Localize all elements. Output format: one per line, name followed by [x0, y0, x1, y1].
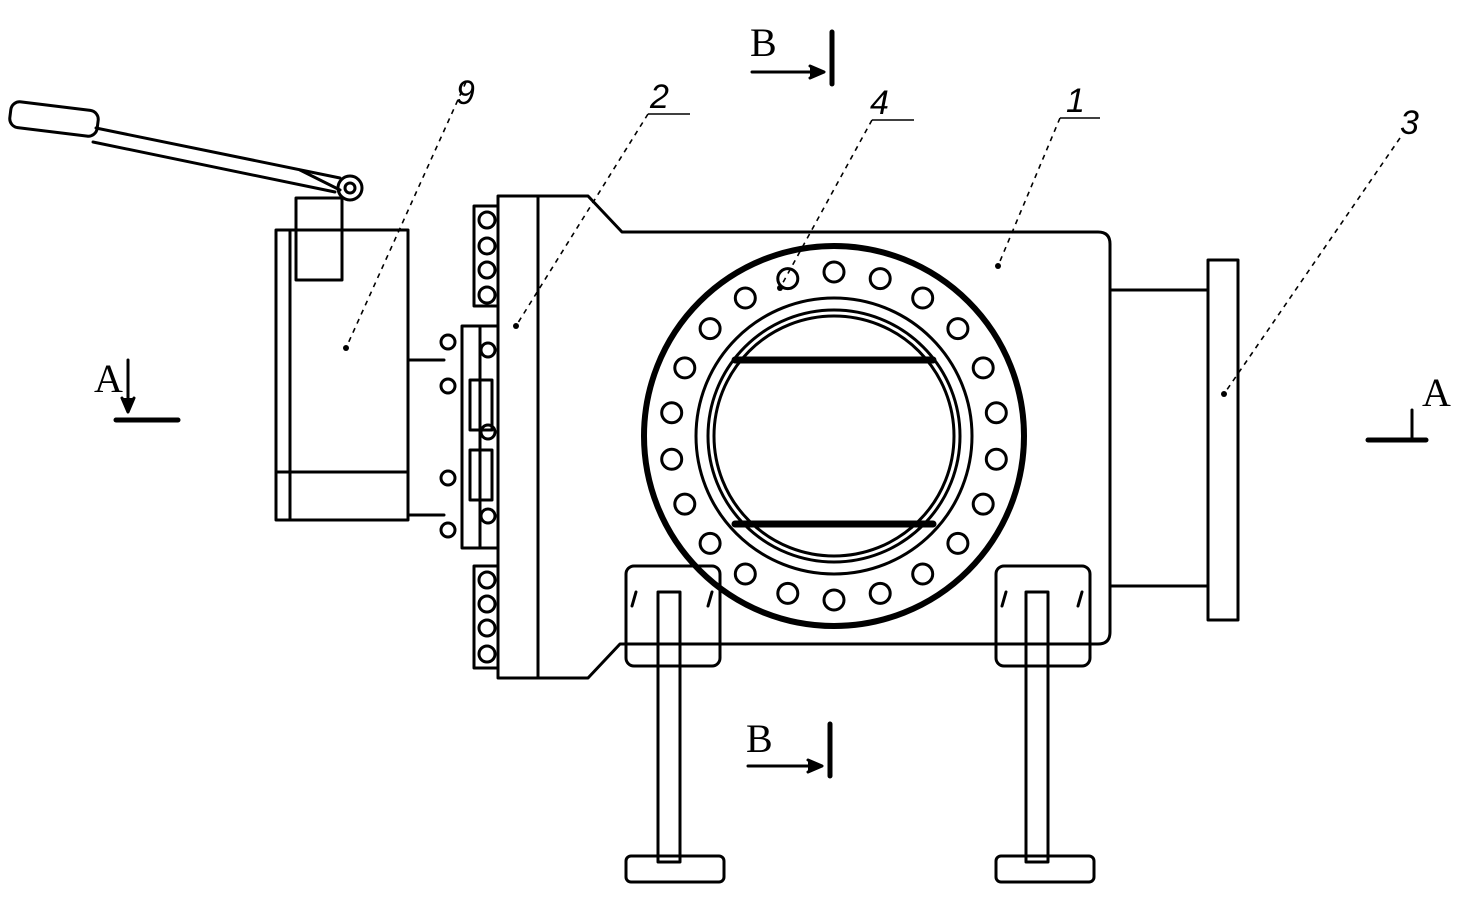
support-leg-left [624, 564, 726, 884]
bolt-hole [984, 401, 1008, 425]
leader-3 [1223, 137, 1401, 395]
cover-plate [496, 194, 540, 680]
part-number-2: 2 [649, 78, 669, 116]
part-number-1: 1 [1066, 82, 1085, 120]
inlet-flange [641, 243, 1027, 629]
bolt-hole [776, 581, 800, 605]
section-label-a-left: A [94, 356, 123, 401]
bolt-hole [673, 356, 697, 380]
bolt-hole [946, 531, 970, 555]
bolt-hole [946, 317, 970, 341]
cover-bolts [472, 204, 500, 670]
bolt-hole [911, 562, 935, 586]
actuator-box [274, 196, 446, 522]
leader-lines [345, 81, 1401, 395]
section-label-b-bottom: B [746, 716, 773, 761]
bolt-hole [971, 356, 995, 380]
bolt-hole [660, 401, 684, 425]
bolt-hole [776, 267, 800, 291]
section-b-top-marker [750, 29, 835, 87]
bolt-hole [698, 317, 722, 341]
valve-body [536, 194, 1112, 680]
support-leg-right [994, 564, 1096, 884]
bolt-hole [673, 492, 697, 516]
leader-dots [343, 263, 1227, 397]
bolt-hole [822, 260, 846, 284]
section-a-left-marker [113, 358, 181, 423]
section-b-bottom-marker [746, 721, 833, 779]
lever-handle [8, 100, 364, 202]
bolt-hole [698, 531, 722, 555]
bolt-hole [733, 562, 757, 586]
bolt-hole [868, 267, 892, 291]
bolt-hole [660, 447, 684, 471]
outlet-pipe [1108, 258, 1240, 622]
leader-2 [515, 113, 649, 327]
part-number-3: 3 [1400, 104, 1419, 142]
part-number-4: 4 [870, 84, 889, 122]
section-label-a-right: A [1422, 370, 1451, 415]
bolt-hole [733, 286, 757, 310]
bolt-hole [868, 581, 892, 605]
flange-bolt-holes [660, 260, 1008, 612]
bolt-hole [911, 286, 935, 310]
part-number-9: 9 [456, 74, 475, 112]
bolt-hole [971, 492, 995, 516]
section-label-b-top: B [750, 20, 777, 65]
leader-9 [345, 81, 467, 349]
bonnet-flange [439, 324, 500, 550]
section-a-right-marker [1365, 408, 1429, 443]
bolt-hole [822, 588, 846, 612]
leader-1 [997, 117, 1061, 267]
leader-4 [779, 119, 873, 289]
bolt-hole [984, 447, 1008, 471]
